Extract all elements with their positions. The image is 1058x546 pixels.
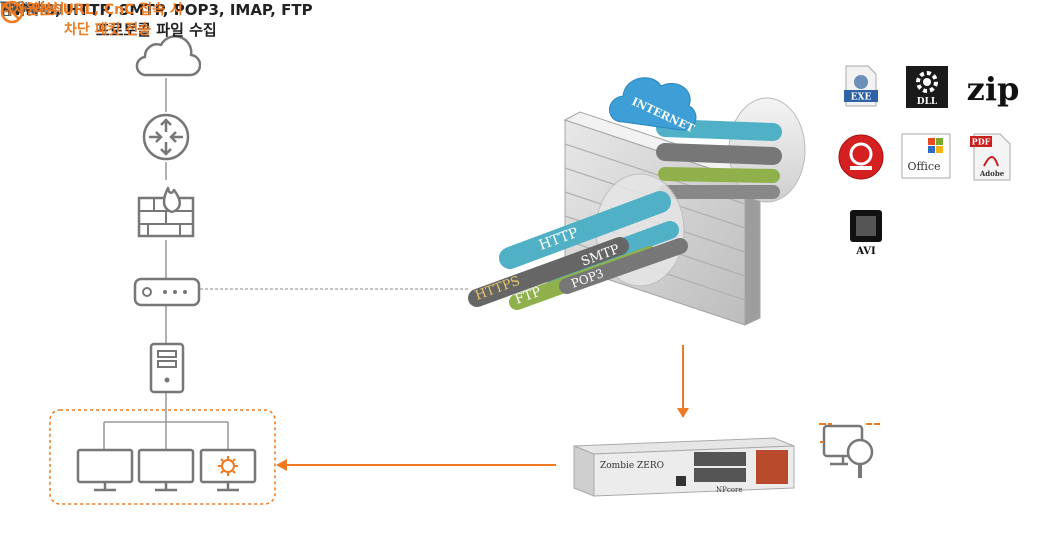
infected-monitor-icon — [199, 448, 257, 492]
protocols-title-line2: 프로토콜 파일 수집 — [95, 21, 217, 39]
protocols-title: HTTPS, HTTP, SMTP, POP3, IMAP, FTP 프로토콜 … — [0, 0, 313, 40]
appliance-brand: NPcore — [716, 486, 742, 494]
avi-file-icon: AVI — [850, 210, 882, 257]
avi-label: AVI — [855, 246, 876, 257]
media-file-icon — [838, 134, 884, 180]
zip-file-icon: zip — [967, 70, 1020, 108]
analysis-label: 다차원분석 — [0, 2, 65, 18]
zip-label: zip — [967, 70, 1020, 108]
block-text-line2: 차단 패킷 전송 — [64, 22, 152, 38]
block-icon — [0, 0, 24, 24]
cloud-icon — [135, 35, 201, 77]
tap-icon — [133, 277, 201, 307]
switch-icon — [149, 342, 185, 394]
office-label: Office — [907, 160, 940, 173]
protocols-title-line1: HTTPS, HTTP, SMTP, POP3, IMAP, FTP — [0, 1, 313, 19]
firewall-icon — [137, 186, 195, 238]
firewall-pipes-illustration: HTTP SMTP HTTPS FTP POP3 INTERNET — [468, 77, 806, 326]
adobe-label: Adobe — [979, 169, 1005, 178]
node-label-firewall: 방화벽 — [0, 3, 39, 19]
block-text-line1: 악성 URL, CnC 접속 시 — [32, 2, 183, 18]
appliance-label: Zombie ZERO — [600, 461, 664, 471]
analysis-icon — [819, 423, 880, 478]
internet-cloud-icon: INTERNET — [609, 77, 697, 136]
monitor-icon — [76, 448, 134, 492]
zombie-zero-appliance: Zombie ZERO NPcore — [573, 437, 795, 497]
pdf-label: PDF — [972, 137, 991, 147]
dll-label: DLL — [917, 97, 938, 107]
pdf-file-icon: PDF Adobe — [970, 133, 1011, 181]
office-file-icon: Office — [901, 133, 951, 179]
node-label-internet: 인터넷 — [0, 3, 39, 19]
exe-file-icon: EXE — [844, 65, 878, 107]
dll-file-icon: DLL — [906, 66, 948, 108]
exe-label: EXE — [851, 93, 872, 103]
router-icon — [142, 113, 190, 161]
monitor-icon — [137, 448, 195, 492]
